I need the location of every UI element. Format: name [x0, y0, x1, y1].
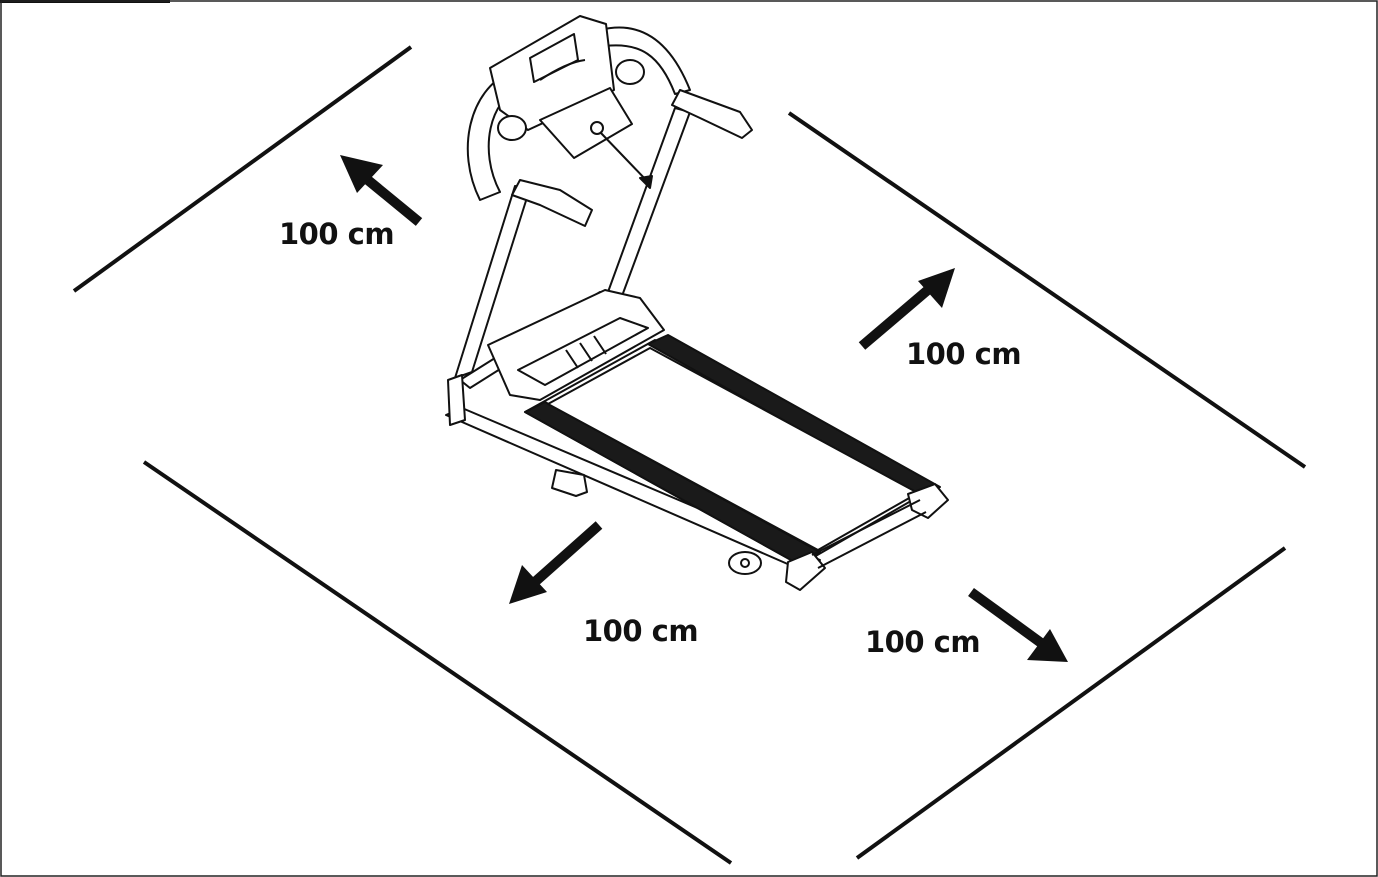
- end-cap-left: [785, 551, 826, 591]
- side-handle-right: [671, 89, 753, 139]
- clearance-label-front-right: 100 cm: [865, 625, 981, 659]
- arrowhead-back-right-icon: [918, 268, 955, 308]
- clearance-label-back-right: 100 cm: [906, 337, 1022, 371]
- console-display: [529, 33, 579, 83]
- cover-vent-2: [579, 342, 593, 362]
- safety-clip-icon: [639, 175, 653, 189]
- clearance-label-front-left: 100 cm: [583, 614, 699, 648]
- clearance-arrows: [340, 155, 1068, 662]
- boundary-line-front-right: [855, 546, 1287, 860]
- front-roller-lower: [817, 511, 927, 569]
- boundary-line-front-left: [142, 460, 733, 865]
- safety-cord: [599, 131, 649, 183]
- side-handle-left: [511, 179, 593, 227]
- front-roller: [811, 499, 921, 556]
- end-cap-right: [907, 483, 949, 519]
- motor-cover-top: [517, 317, 649, 386]
- clearance-label-back-left: 100 cm: [279, 217, 395, 251]
- wheel-hub: [740, 558, 750, 568]
- treadmill-icon: [445, 15, 949, 591]
- speaker-left-icon: [497, 115, 527, 141]
- cover-vent-1: [565, 349, 579, 369]
- boundary-line-back-left: [72, 45, 413, 293]
- arrow-back-right: [858, 279, 940, 350]
- console-tray: [539, 87, 633, 159]
- arrowhead-front-left-icon: [509, 565, 547, 604]
- cover-vent-3: [593, 335, 607, 355]
- speaker-right-icon: [615, 59, 645, 85]
- arrow-front-left: [523, 521, 603, 593]
- upright-left-foot: [447, 374, 466, 426]
- arrowhead-front-right-icon: [1027, 629, 1068, 662]
- console-curve: [539, 59, 586, 81]
- arrow-front-right: [968, 587, 1051, 653]
- safety-key-icon: [590, 121, 604, 135]
- arrowhead-back-left-icon: [340, 155, 383, 193]
- upright-right: [607, 107, 691, 297]
- rear-foot: [551, 469, 588, 497]
- boundary-line-back-right: [787, 111, 1307, 469]
- clearance-boundaries: [72, 45, 1307, 865]
